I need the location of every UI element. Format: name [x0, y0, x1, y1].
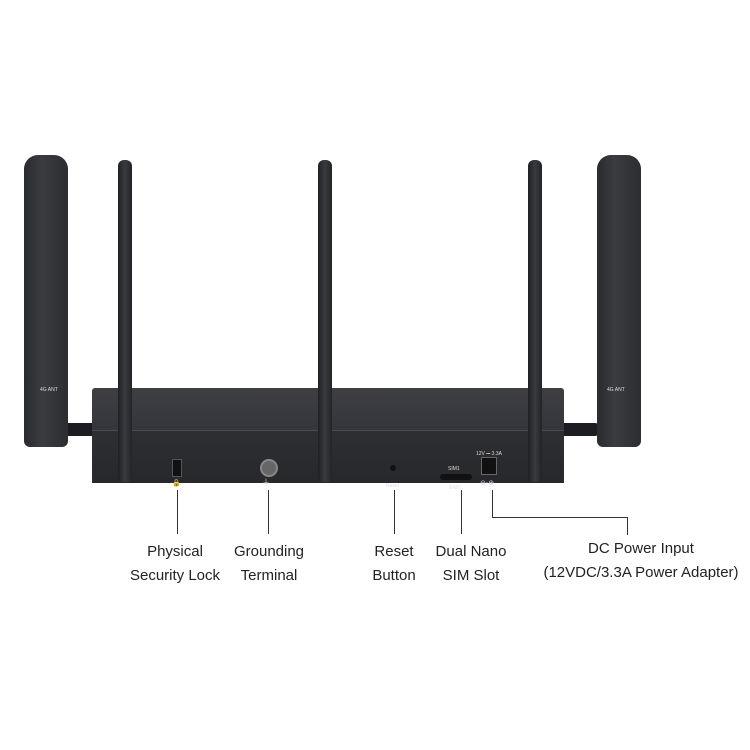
callout-line: Grounding: [233, 543, 305, 560]
grounding-terminal: [260, 459, 278, 477]
right-antenna-connector: [555, 423, 599, 436]
power-rating-label: 12V ⎓ 3.3A: [476, 451, 502, 457]
security-lock-slot: [172, 459, 182, 477]
callout-line: Terminal: [240, 567, 298, 584]
lock-icon: 🔒: [172, 480, 181, 487]
left-wifi-antenna: [118, 160, 132, 482]
reset-label: Reset: [386, 483, 400, 489]
callout-grounding-terminal: Grounding Terminal: [234, 540, 304, 588]
callout-line: DC Power Input: [588, 540, 694, 557]
sim2-label: SIM2: [449, 485, 461, 491]
leader-line: [492, 490, 493, 517]
antenna-label: 4G ANT: [40, 387, 58, 393]
callout-reset-button: Reset Button: [372, 540, 415, 588]
sim-slot: [440, 474, 472, 480]
callout-sim-slot: Dual Nano SIM Slot: [436, 540, 507, 588]
antenna-label: 4G ANT: [607, 387, 625, 393]
callout-line: Physical: [147, 543, 203, 560]
center-wifi-antenna: [318, 160, 332, 482]
leader-line: [177, 490, 178, 534]
callout-line: (12VDC/3.3A Power Adapter): [543, 564, 739, 581]
left-antenna-connector: [60, 423, 100, 436]
callout-dc-power: DC Power Input (12VDC/3.3A Power Adapter…: [543, 537, 738, 585]
left-4g-antenna: 4G ANT: [24, 155, 68, 447]
callout-security-lock: Physical Security Lock: [130, 540, 220, 588]
leader-line: [268, 490, 269, 534]
callout-line: Button: [372, 567, 416, 584]
callout-line: Dual Nano: [435, 543, 507, 560]
callout-line: Reset: [374, 543, 414, 560]
leader-line: [394, 490, 395, 534]
leader-line: [627, 517, 628, 535]
polarity-icon: ⊖-⊕: [480, 480, 495, 487]
callout-line: Security Lock: [129, 567, 221, 584]
leader-line: [461, 490, 462, 534]
callout-line: SIM Slot: [442, 567, 500, 584]
right-wifi-antenna: [528, 160, 542, 482]
right-4g-antenna: 4G ANT: [597, 155, 641, 447]
dc-power-jack: [481, 457, 497, 475]
ground-icon: ⏚: [262, 478, 270, 487]
leader-line: [492, 517, 628, 518]
sim1-label: SIM1: [448, 466, 460, 472]
reset-button: [390, 465, 396, 471]
